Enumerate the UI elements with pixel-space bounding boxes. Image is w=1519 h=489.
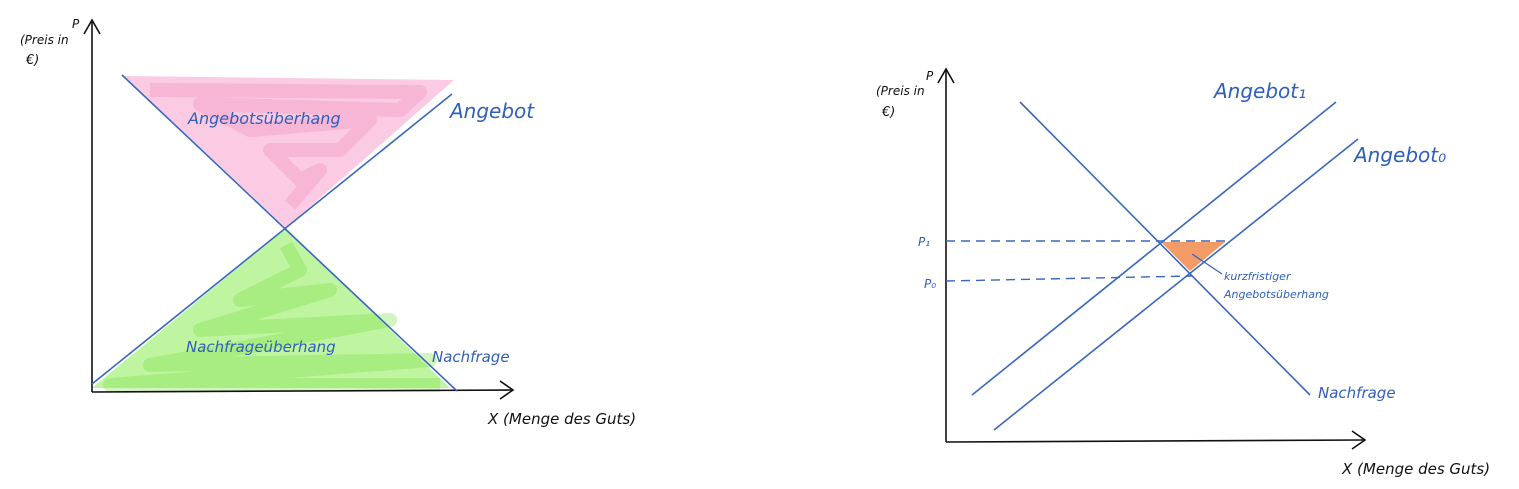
right-demand-label: Nachfrage <box>1318 384 1396 402</box>
supply1-label: Angebot₁ <box>1212 79 1306 103</box>
right-y-axis-symbol: P <box>926 69 934 83</box>
supply1-line <box>971 101 1337 396</box>
right-x-arrow <box>1351 430 1367 450</box>
right-demand-line <box>1019 101 1311 396</box>
p1-label: P₁ <box>918 235 930 249</box>
demand-surplus-label: Nachfrageüberhang <box>186 338 336 356</box>
annotation-label-1: kurzfristiger <box>1224 270 1292 283</box>
annotation-pointer <box>1191 253 1223 275</box>
demand-surplus-area <box>92 228 450 388</box>
right-x-axis <box>945 439 1365 443</box>
p0-label: P₀ <box>924 277 936 291</box>
left-x-arrow <box>499 380 515 400</box>
left-y-axis-symbol: P <box>72 17 80 31</box>
right-diagram: (Preis in €) P X (Menge des Guts) Angebo… <box>876 67 1490 478</box>
left-demand-line <box>121 74 458 392</box>
supply-surplus-scribble <box>149 83 427 210</box>
supply0-label: Angebot₀ <box>1352 143 1446 167</box>
supply0-line <box>993 138 1359 431</box>
left-y-axis-label-1: (Preis in <box>20 33 69 47</box>
right-y-axis-label-1: (Preis in <box>876 84 925 98</box>
right-x-axis-label: X (Menge des Guts) <box>1341 460 1490 478</box>
left-x-axis <box>91 389 513 393</box>
left-y-axis-label-2: €) <box>25 53 39 68</box>
demand-surplus-scribble <box>103 241 440 392</box>
p0-dashed-line <box>945 275 1193 282</box>
supply-surplus-area <box>124 76 454 228</box>
left-supply-label: Angebot <box>448 99 535 123</box>
right-y-axis-label-2: €) <box>881 105 895 120</box>
left-x-axis-label: X (Menge des Guts) <box>487 410 636 428</box>
right-y-arrow <box>937 67 955 84</box>
short-term-surplus-area <box>1161 242 1225 271</box>
left-diagram: (Preis in €) P X (Menge des Guts) Angebo… <box>20 17 636 428</box>
left-demand-label: Nachfrage <box>432 348 510 366</box>
annotation-label-2: Angebotsüberhang <box>1223 288 1329 301</box>
left-supply-line <box>91 93 453 385</box>
left-y-arrow <box>83 18 101 35</box>
supply-surplus-label: Angebotsüberhang <box>187 109 341 128</box>
